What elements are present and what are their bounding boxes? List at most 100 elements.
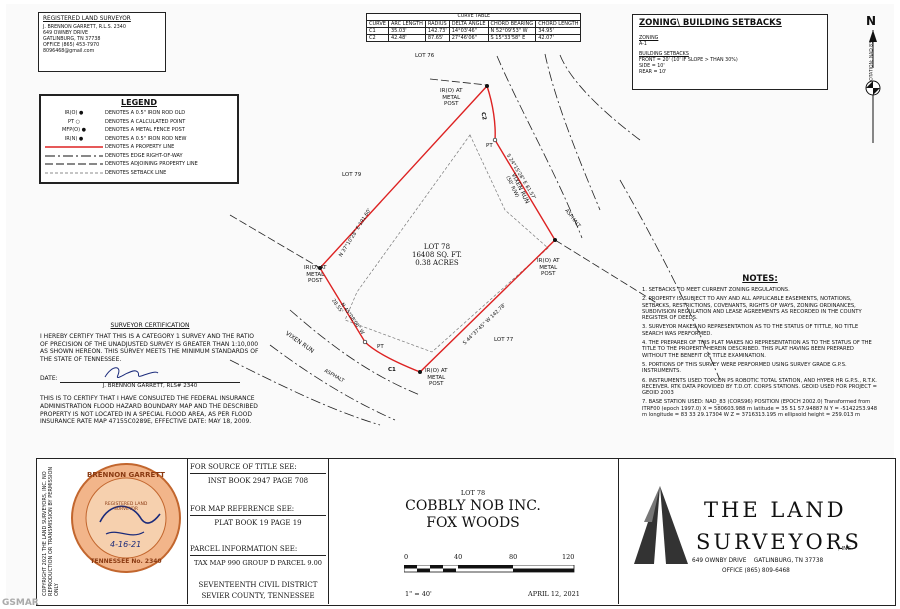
adjoining-line xyxy=(229,214,321,269)
lot-77-label: LOT 77 xyxy=(494,337,514,343)
parcel-label: PARCEL INFORMATION SEE: xyxy=(190,543,326,556)
legend-text: DENOTES A 0.5" IRON ROD NEW xyxy=(105,135,187,142)
legend-item: IR(O) ●DENOTES A 0.5" IRON ROD OLD xyxy=(43,109,235,118)
label-line: POST xyxy=(308,278,323,284)
scale-tick-label: 120 xyxy=(562,553,575,561)
curve-label-c1: C1 xyxy=(388,367,396,373)
legend-item: DENOTES SETBACK LINE xyxy=(43,169,235,178)
source-label: FOR SOURCE OF TITLE SEE: xyxy=(190,461,326,474)
legend-item: DENOTES A PROPERTY LINE xyxy=(43,143,235,152)
title-divider xyxy=(328,458,329,604)
source-value: INST BOOK 2947 PAGE 708 xyxy=(207,477,309,485)
surveyor-line-5: 8096468@gmail.com xyxy=(43,49,95,54)
table-cell: 42.07' xyxy=(535,34,582,42)
legend-symbol: PT ○ xyxy=(67,118,81,125)
row-line-symbol xyxy=(43,154,105,158)
adjoining-line xyxy=(554,239,661,306)
company-logo-block: THE LAND SURVEYORS , INC. 649 OWNBY DRIV… xyxy=(622,480,890,600)
district: SEVENTEENTH CIVIL DISTRICT xyxy=(198,581,318,589)
label-line: IR(O) AT xyxy=(304,265,327,271)
label-line: POST xyxy=(444,101,459,107)
note-item: 3. SURVEYOR MAKES NO REPRESENTATION AS T… xyxy=(642,324,859,337)
legend-box: LEGEND IR(O) ●DENOTES A 0.5" IRON ROD OL… xyxy=(39,94,239,184)
label-line: METAL xyxy=(442,94,461,101)
surveyor-seal: BRENNON GARRETT REGISTERED LAND SURVEYOR… xyxy=(70,462,182,574)
road-edge-line xyxy=(229,359,381,426)
label-line: IR(O) AT xyxy=(440,88,463,94)
certification-text: I HEREBY CERTIFY THAT THIS IS A CATEGORY… xyxy=(40,333,259,363)
road-edge-line xyxy=(559,54,641,141)
setback-side: SIDE = 10' xyxy=(639,64,665,69)
setbacks-label: BUILDING SETBACKS xyxy=(639,52,689,57)
map-label: FOR MAP REFERENCE SEE: xyxy=(190,503,326,516)
legend-text: DENOTES A CALCULATED POINT xyxy=(105,118,186,125)
note-item: 6. INSTRUMENTS USED TOPCON PS ROBOTIC TO… xyxy=(642,377,878,397)
calculated-point xyxy=(362,339,368,345)
map-value: PLAT BOOK 19 PAGE 19 xyxy=(214,519,302,527)
lot-79-label: LOT 79 xyxy=(342,172,362,178)
legend-title: LEGEND xyxy=(121,98,157,107)
setback-rear: REAR = 10' xyxy=(639,70,667,75)
surveyor-info-box: REGISTERED LAND SURVEYOR J. BRENNON GARR… xyxy=(38,12,166,72)
scale-bar: 0 40 80 120 xyxy=(404,553,576,583)
scale-bar-graphic xyxy=(404,565,575,573)
company-name-1: THE LAND xyxy=(704,498,847,522)
watermark: GSMAR xyxy=(2,598,39,608)
legend-item: IR(N) ●DENOTES A 0.5" IRON ROD NEW xyxy=(43,135,235,144)
zoning-title: ZONING\ BUILDING SETBACKS xyxy=(639,18,782,28)
project-lot: LOT 78 xyxy=(460,489,486,497)
lot-76-label: LOT 76 xyxy=(415,53,435,59)
parcel-value: TAX MAP 990 GROUP D PARCEL 9.00 xyxy=(194,559,322,567)
legend-text: DENOTES A 0.5" IRON ROD OLD xyxy=(105,110,186,117)
signature-line xyxy=(60,382,240,384)
surveyor-box-title: REGISTERED LAND SURVEYOR xyxy=(43,16,131,22)
curve-table: CURVE TABLE CURVE ARC LENGTH RADIUS DELT… xyxy=(366,13,582,42)
signature-area: DATE: xyxy=(40,363,260,384)
curve-table-title: CURVE TABLE xyxy=(366,13,582,20)
road-edge-line xyxy=(269,344,396,421)
area-sqft: 16408 SQ. FT. xyxy=(412,251,462,259)
flood-text: THIS IS TO CERTIFY THAT I HAVE CONSULTED… xyxy=(40,395,258,426)
north-letter: N xyxy=(866,14,877,28)
legend-text: DENOTES A METAL FENCE POST xyxy=(105,127,185,134)
company-address: 649 OWNBY DRIVE GATLINBURG, TN 37738 xyxy=(692,558,824,564)
label-line: POST xyxy=(429,381,444,387)
surveyor-line-2: 649 OWNBY DRIVE xyxy=(43,31,89,36)
lot-78-area: LOT 78 16408 SQ. FT. 0.38 ACRES xyxy=(412,243,462,267)
iron-rod-label-bottom: IR(O) AT METAL POST xyxy=(425,368,448,388)
company-name-2: SURVEYORS xyxy=(696,530,862,554)
iron-rod-marker xyxy=(485,84,489,88)
signer-name: J. BRENNON GARRETT, RLS# 2340 xyxy=(102,383,198,390)
label-line: IR(O) AT xyxy=(425,368,448,374)
zoning-box: ZONING\ BUILDING SETBACKS ZONING A-1 BUI… xyxy=(632,14,828,90)
iron-rod-marker xyxy=(418,370,422,374)
point-label-top: PT xyxy=(486,143,493,149)
adjoining-line xyxy=(429,78,488,86)
reference-column: FOR SOURCE OF TITLE SEE: INST BOOK 2947 … xyxy=(190,461,326,600)
iron-rod-marker xyxy=(318,266,322,270)
legend-item: MFP(O) ●DENOTES A METAL FENCE POST xyxy=(43,126,235,135)
surveyor-line-4: OFFICE (865) 453-7970 xyxy=(43,43,100,48)
setback-line xyxy=(344,134,549,353)
scale-tick-label: 0 xyxy=(404,553,409,561)
legend-item: DENOTES EDGE RIGHT-OF-WAY xyxy=(43,152,235,161)
zoning-label: ZONING xyxy=(639,36,659,41)
certification-title: SURVEYOR CERTIFICATION xyxy=(110,322,190,329)
calculated-point xyxy=(492,137,498,143)
table-cell: 27°46'06" xyxy=(448,34,489,42)
project-subdivision: FOX WOODS xyxy=(426,515,520,531)
legend-text: DENOTES ADJOINING PROPERTY LINE xyxy=(105,161,198,168)
surveyor-certification: SURVEYOR CERTIFICATION I HEREBY CERTIFY … xyxy=(40,322,260,426)
zoning-value: A-1 xyxy=(639,42,647,47)
label-line: METAL xyxy=(306,271,325,278)
label-line: METAL xyxy=(539,264,558,271)
company-office: OFFICE (865) 809-6468 xyxy=(722,568,790,574)
date-label: DATE: xyxy=(40,375,58,383)
project-date: APRIL 12, 2021 xyxy=(528,590,580,598)
project-owner: COBBLY NOB INC. xyxy=(405,498,541,514)
note-item: 4. THE PREPARER OF THIS PLAT MAKES NO RE… xyxy=(642,340,872,359)
signature-scribble xyxy=(104,367,159,379)
scale-tick-label: 40 xyxy=(454,553,463,561)
copyright-vertical: COPYRIGHT 2021 THE LAND SURVEYORS, INC. … xyxy=(42,466,60,596)
